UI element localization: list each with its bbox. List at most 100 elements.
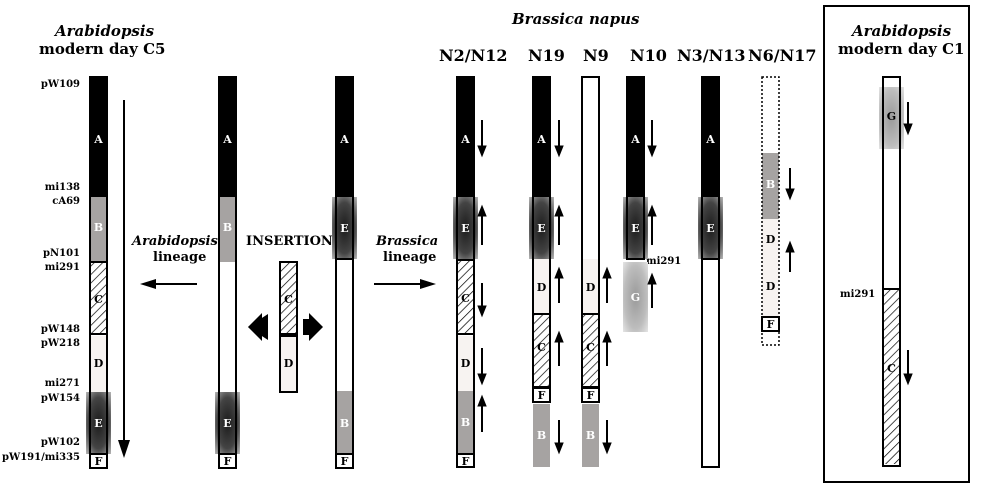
segment-label-b: B (94, 221, 103, 234)
c5-header-title: modern day C5 (39, 40, 166, 58)
segment-label-f: F (462, 455, 470, 468)
insertion-piece (279, 261, 298, 393)
segment-label-b: B (537, 429, 546, 442)
chromosome-n19 (529, 76, 554, 467)
segment-label-d: D (94, 357, 104, 370)
orientation-arrows (477, 102, 913, 455)
arrow-down-icon (118, 440, 130, 458)
fat-arrow-right-icon (303, 319, 311, 335)
segment-label-b: B (586, 429, 595, 442)
segment-label-c: C (461, 292, 470, 305)
segment-label-d: D (537, 281, 547, 294)
brassica-lineage-word: lineage (383, 250, 437, 265)
brassica-lineage-italic: Brassica (376, 234, 439, 249)
arrow-up-icon (477, 394, 487, 407)
segment-label-c: C (537, 341, 546, 354)
segment-label-a: A (460, 133, 470, 146)
segment-label-f: F (341, 455, 349, 468)
chromosome-c5 (86, 76, 111, 469)
segment-label-d: D (284, 357, 294, 370)
brassica-header: Brassica napus (512, 10, 640, 28)
marker-label: mi271 (44, 378, 80, 389)
chromosome-n2n12 (453, 76, 478, 468)
segment-label-f: F (587, 389, 595, 402)
marker-label-n10: mi291 (646, 256, 682, 267)
arrow-down-icon (903, 373, 913, 386)
arrow-left-icon (140, 279, 156, 289)
marker-label: pW102 (40, 437, 80, 448)
arrow-down-icon (554, 145, 564, 158)
segment-label-e: E (631, 222, 639, 235)
segment-label-e: E (94, 417, 102, 430)
marker-label-c1: mi291 (840, 289, 876, 300)
lane-label-n6n17: N6/N17 (748, 46, 817, 65)
segment-label-a: A (93, 133, 103, 146)
arrow-up-icon (554, 330, 564, 343)
marker-label: mi291 (44, 262, 80, 273)
segment-label-c: C (887, 362, 896, 375)
segment-label-a: A (339, 133, 349, 146)
arrow-right-icon (420, 279, 436, 289)
arrow-up-icon (785, 240, 795, 253)
segment-label-d: D (461, 357, 471, 370)
segment-label-b: B (766, 178, 775, 191)
fat-arrow-left-icon (260, 319, 268, 335)
segment-label-d: D (766, 233, 776, 246)
arrow-up-icon (647, 204, 657, 217)
chromosome-c1 (879, 76, 904, 467)
segment-label-b: B (223, 221, 232, 234)
chromosome-n6n17 (761, 76, 780, 346)
segment-label-f: F (538, 389, 546, 402)
lane-label-n2n12: N2/N12 (439, 46, 508, 65)
segment-label-a: A (536, 133, 546, 146)
arrow-down-icon (477, 373, 487, 386)
arab-lineage-word: lineage (153, 250, 207, 265)
lane-label-n10: N10 (630, 46, 667, 65)
arrow-up-icon (647, 272, 657, 285)
marker-label: pW154 (40, 393, 80, 404)
segment-label-f: F (224, 455, 232, 468)
c1-frame (823, 5, 970, 483)
segment-label-e: E (461, 222, 469, 235)
marker-label: pW218 (40, 338, 80, 349)
lane-label-n9: N9 (583, 46, 609, 65)
fat-arrow-right-icon (309, 313, 323, 341)
marker-label: pW148 (40, 324, 80, 335)
segment-label-g: G (631, 291, 640, 304)
segment-label-e: E (223, 417, 231, 430)
fat-arrow-left-icon (248, 313, 262, 341)
segment-label-a: A (705, 133, 715, 146)
c1-header-species: Arabidopsis (852, 22, 952, 40)
marker-label: cA69 (52, 196, 80, 207)
chromosome-n9 (581, 76, 600, 467)
arrow-down-icon (785, 188, 795, 201)
arab-lineage-italic: Arabidopsis (132, 234, 218, 249)
arrow-up-icon (554, 266, 564, 279)
segment-label-c: C (94, 293, 103, 306)
lane-label-n19: N19 (528, 46, 565, 65)
segment-letters: A B C D E F A B E F C D A E B F A E C D … (93, 110, 896, 468)
segment-label-e: E (706, 222, 714, 235)
arrow-up-icon (602, 330, 612, 343)
segment-label-b: B (340, 417, 349, 430)
insertion-label: INSERTION (246, 234, 333, 249)
marker-label: mi138 (44, 182, 80, 193)
chromosome-intermediate-1 (215, 76, 240, 469)
segment-label-e: E (340, 222, 348, 235)
marker-label: pW109 (40, 79, 80, 90)
c1-header-title: modern day C1 (838, 40, 965, 58)
marker-label: pW191/mi335 (1, 452, 80, 463)
segment-label-a: A (630, 133, 640, 146)
segment-label-f: F (95, 455, 103, 468)
arrow-down-icon (554, 442, 564, 455)
arrow-down-icon (477, 145, 487, 158)
arrow-up-icon (554, 204, 564, 217)
arrow-down-icon (647, 145, 657, 158)
segment-label-c: C (284, 293, 293, 306)
arrow-down-icon (477, 305, 487, 318)
chromosome-n3n13 (698, 76, 723, 468)
chromosome-n10 (623, 76, 648, 332)
segment-label-d: D (766, 280, 776, 293)
